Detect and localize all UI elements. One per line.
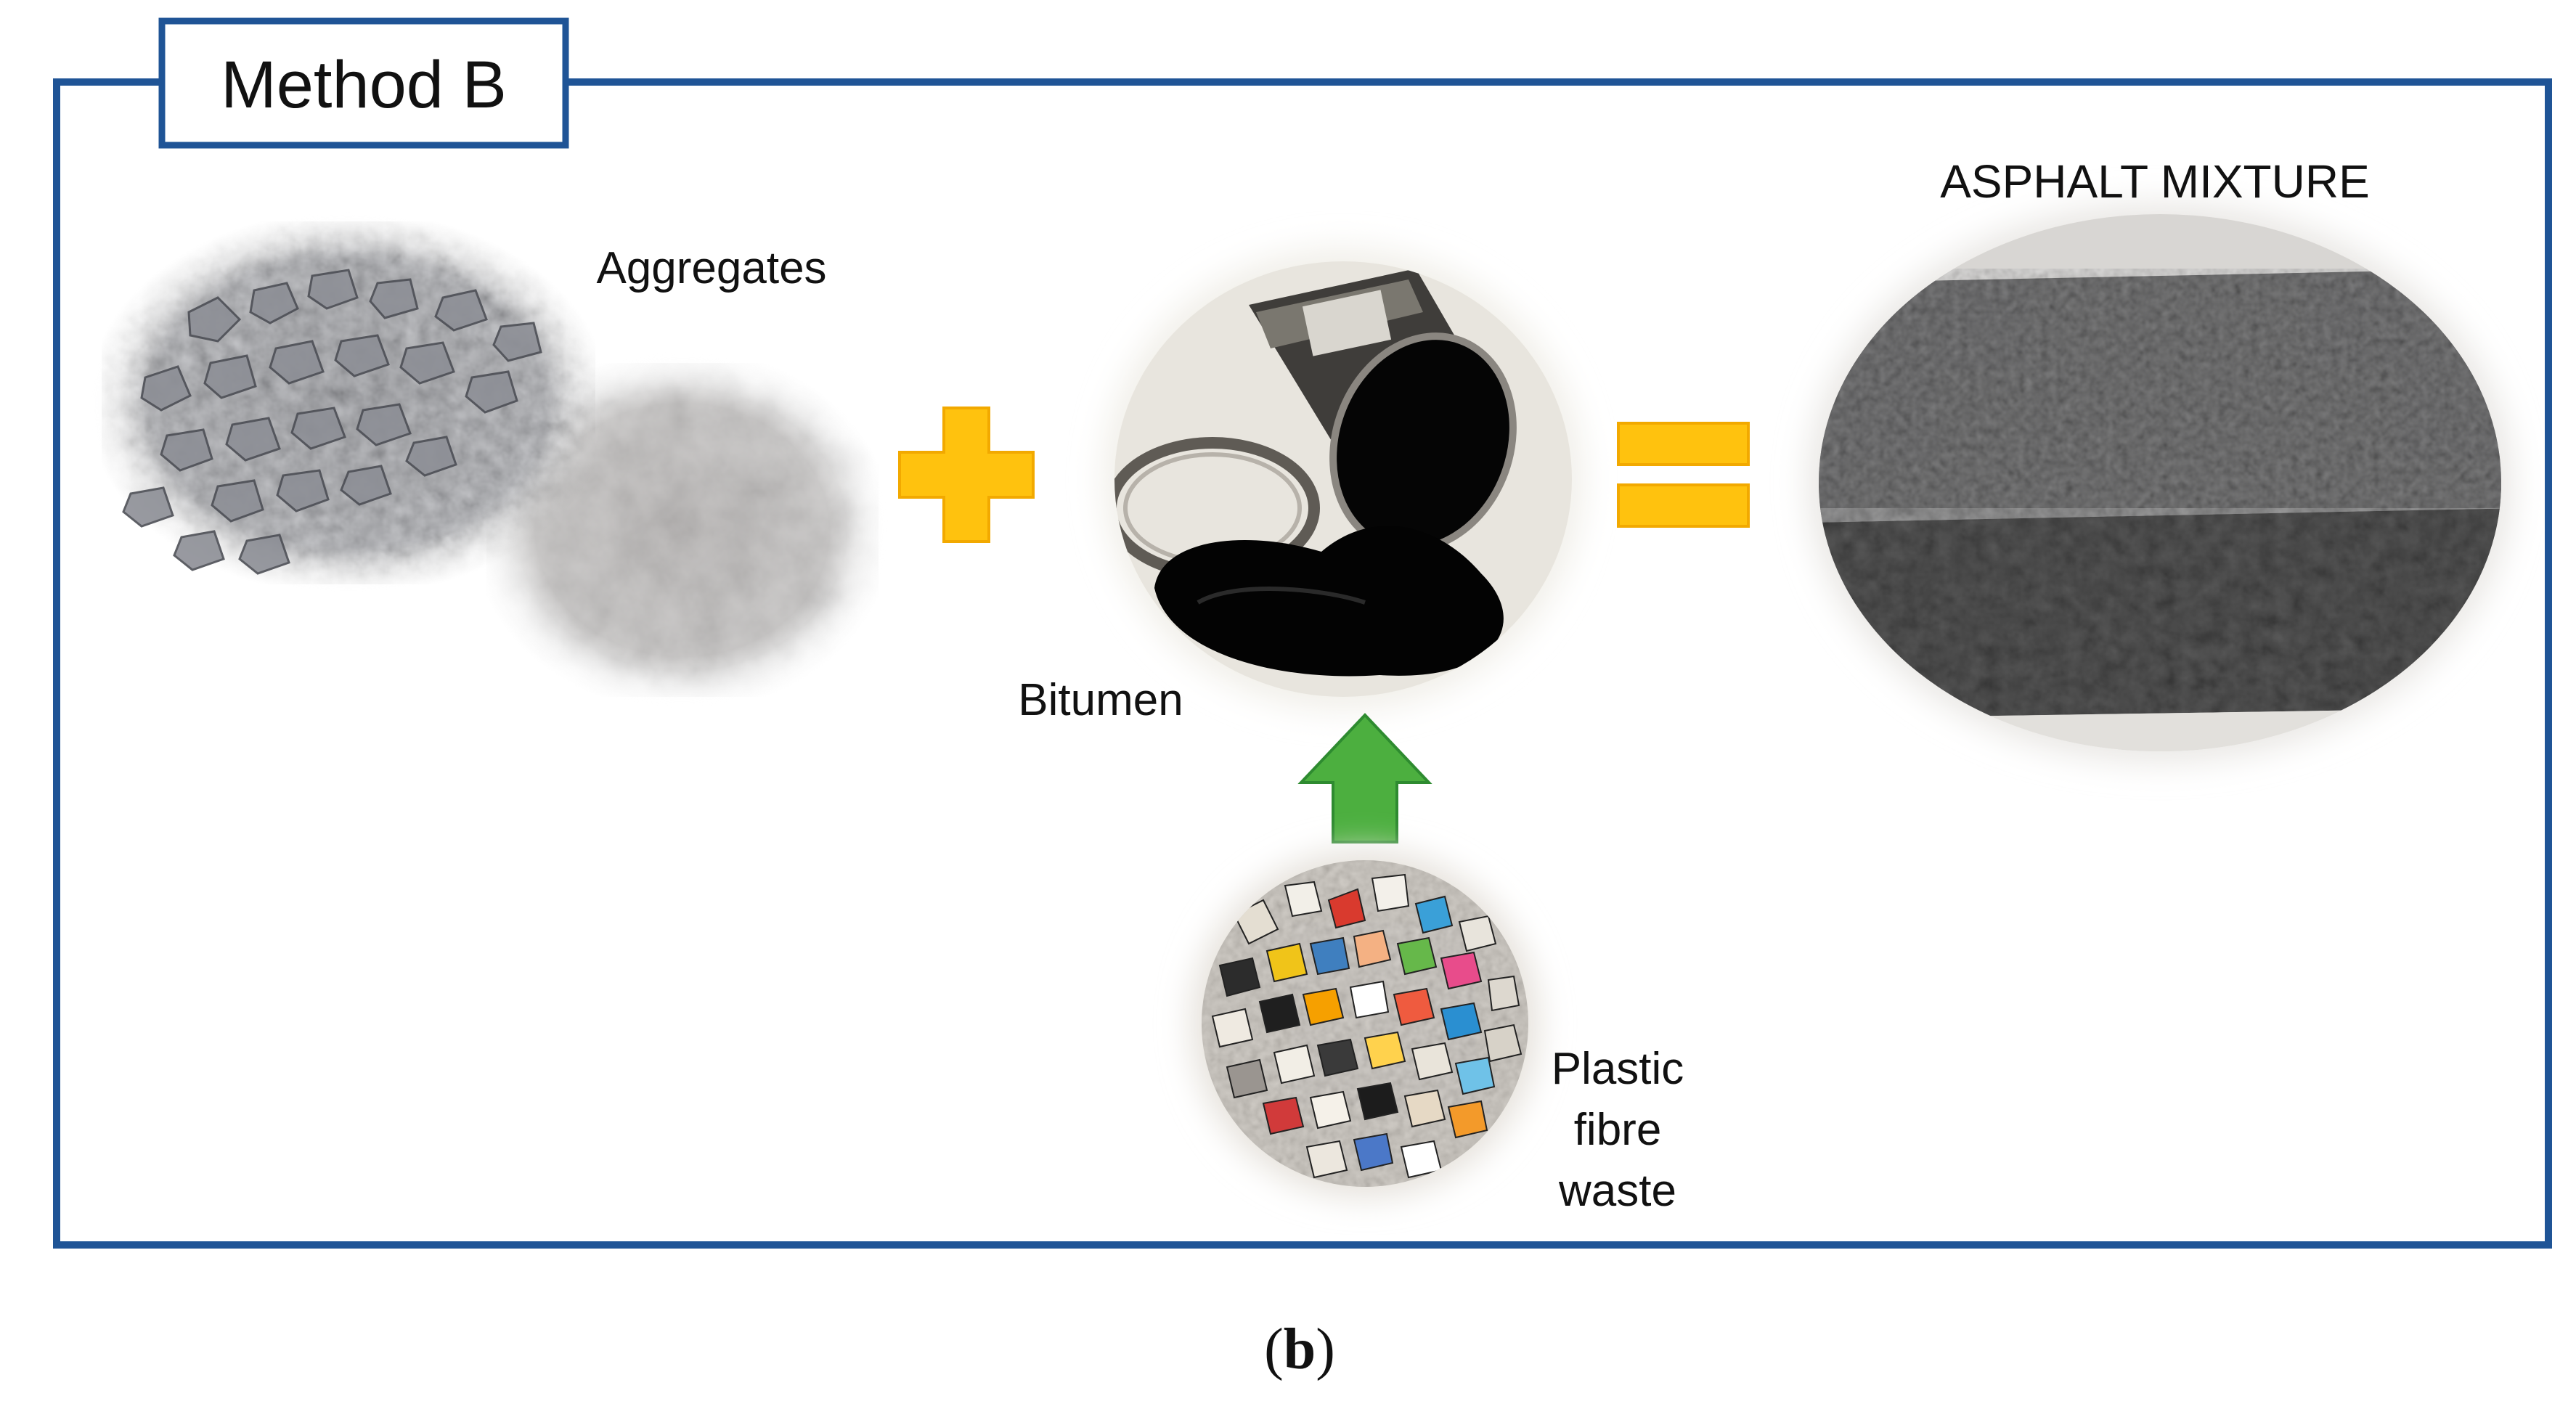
bitumen-photo	[1104, 248, 1583, 710]
plastic-label-line-1: Plastic	[1552, 1044, 1684, 1094]
panel-border	[53, 78, 2552, 1249]
panel-title-box	[158, 17, 569, 149]
equals-icon	[1617, 422, 1750, 528]
asphalt-mixture-photo	[1808, 203, 2512, 762]
figure-caption: (b)	[1264, 1318, 1335, 1381]
aggregates-photo	[87, 211, 893, 711]
asphalt-mixture-label: ASPHALT MIXTURE	[1940, 155, 2370, 208]
plastic-label-line-3: waste	[1558, 1166, 1676, 1216]
plastic-label-line-2: fibre	[1574, 1105, 1662, 1155]
up-arrow-icon	[1297, 713, 1432, 844]
plus-icon	[898, 407, 1035, 543]
bitumen-label: Bitumen	[1018, 675, 1183, 725]
panel-title: Method B	[221, 48, 507, 122]
aggregates-label: Aggregates	[596, 243, 826, 293]
plastic-waste-photo	[1191, 849, 1539, 1198]
